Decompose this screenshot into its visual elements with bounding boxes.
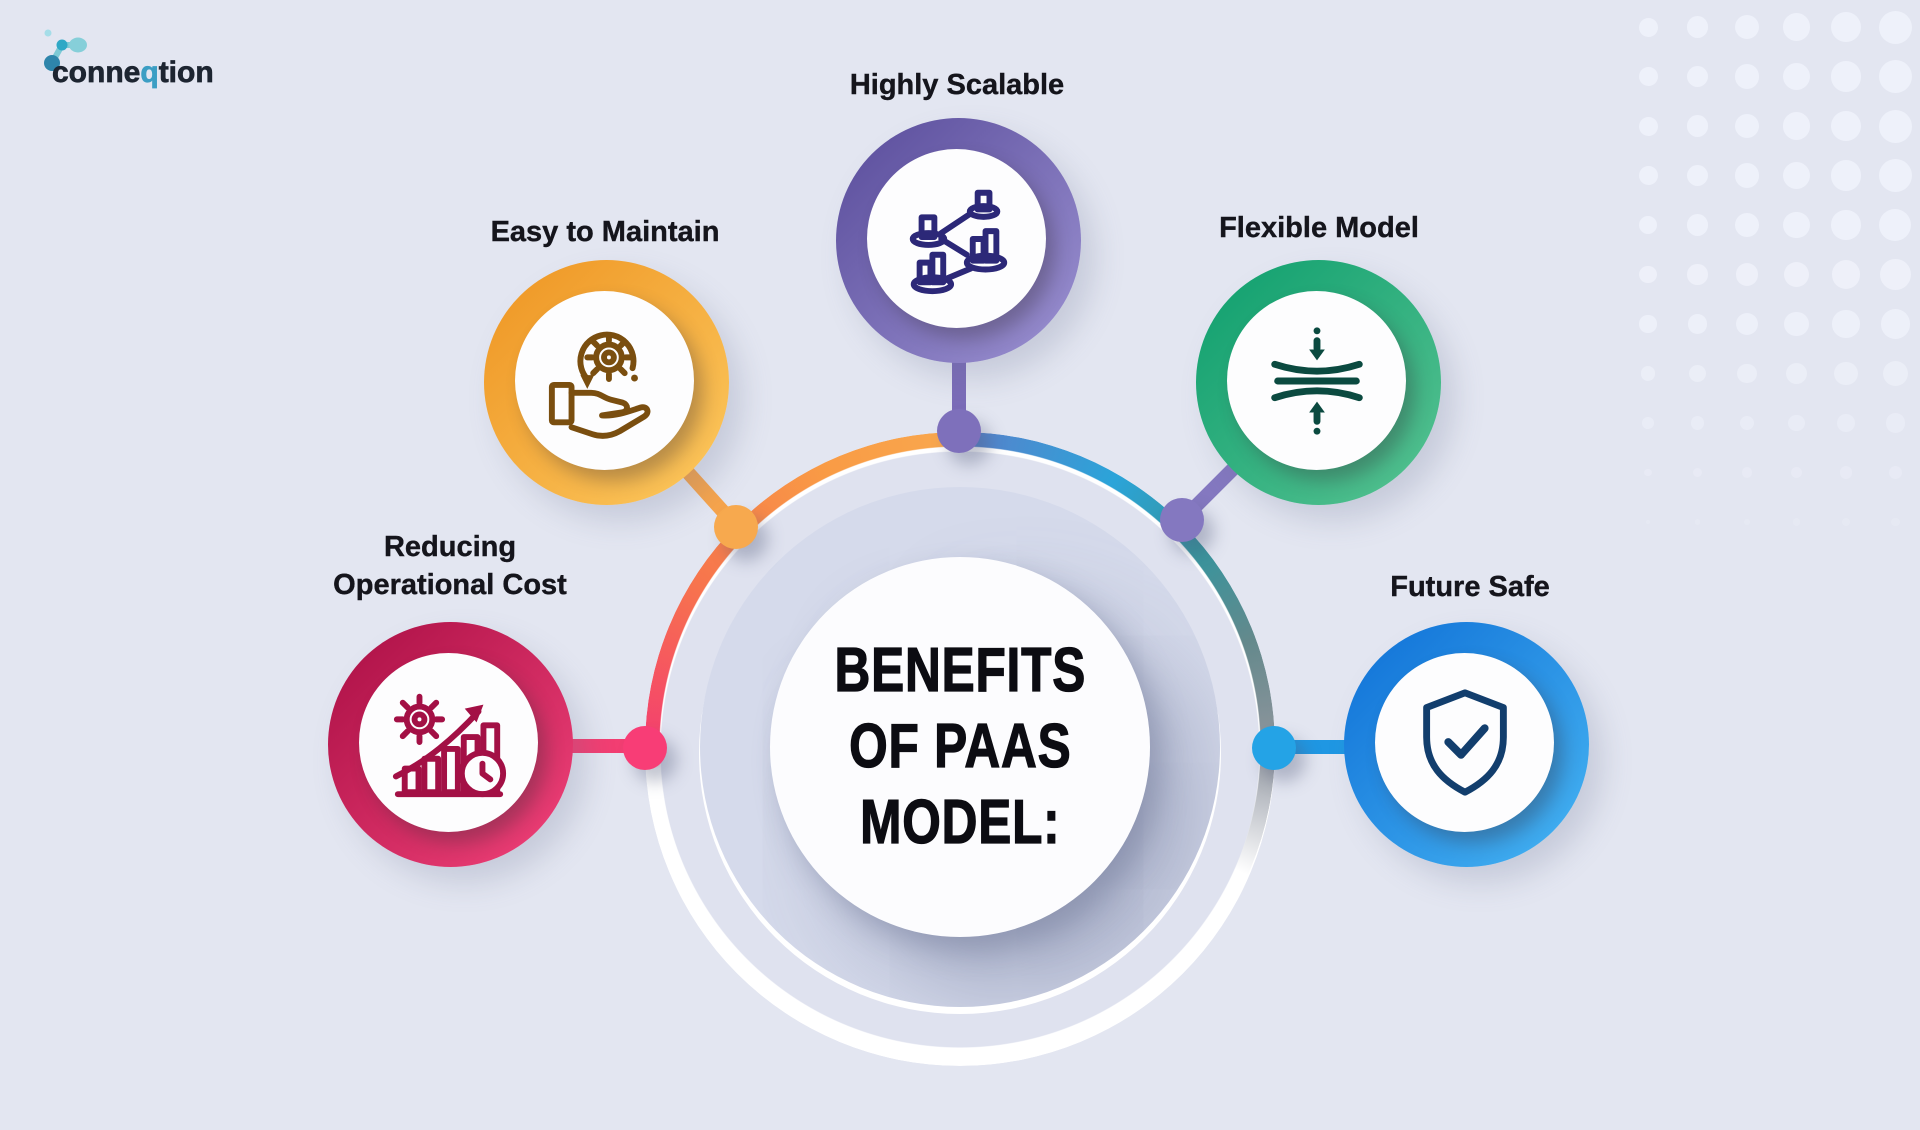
brand-name-post: tion [158, 56, 214, 90]
brand-name-pre: conne [52, 56, 141, 90]
connector-dot-easy-to-maintain [714, 505, 758, 549]
center-title-line-3: MODEL: [859, 787, 1061, 857]
molecule-logo-icon [44, 29, 87, 71]
center-circle: BENEFITS OF PAAS MODEL: [770, 557, 1150, 937]
label-line: Future Safe [1390, 571, 1550, 603]
center-title-line-1: BENEFITS [834, 635, 1086, 705]
label-easy-to-maintain: Easy to Maintain [490, 213, 720, 251]
label-reducing-operational-cost: Reducing Operational Cost [333, 528, 567, 604]
node-flexible-model [1196, 260, 1441, 505]
node-reducing-operational-cost [328, 622, 573, 867]
compress-flex-icon [1270, 326, 1363, 435]
label-highly-scalable: Highly Scalable [849, 66, 1065, 104]
label-line: Reducing [383, 531, 517, 563]
label-line: Operational Cost [333, 569, 567, 601]
label-flexible-model: Flexible Model [1219, 209, 1419, 247]
brand-logo: conneqtion [30, 20, 310, 100]
brand-name: conneqtion [52, 56, 214, 90]
network-nodes-icon [909, 189, 1007, 294]
label-line: Easy to Maintain [490, 216, 720, 248]
node-easy-to-maintain [484, 260, 729, 505]
center-disc: BENEFITS OF PAAS MODEL: [700, 487, 1220, 1007]
brand-name-q: q [140, 56, 159, 90]
node-inner-circle [1375, 653, 1554, 832]
hand-gear-refresh-icon [548, 331, 650, 439]
gear-growth-chart-clock-icon [392, 693, 506, 797]
connector-dot-flexible-model [1160, 498, 1204, 542]
halftone-dot-pattern [1600, 0, 1920, 580]
label-future-safe: Future Safe [1390, 568, 1550, 606]
label-line: Flexible Model [1219, 212, 1419, 244]
connector-dot-future-safe [1252, 726, 1296, 770]
node-inner-circle [515, 291, 694, 470]
connector-dot-reducing-operational-cost [623, 726, 667, 770]
label-line: Highly Scalable [849, 69, 1065, 101]
node-highly-scalable [836, 118, 1081, 363]
center-title-line-2: OF PAAS [848, 711, 1072, 781]
node-future-safe [1344, 622, 1589, 867]
node-inner-circle [1227, 291, 1406, 470]
node-inner-circle [867, 149, 1046, 328]
shield-check-icon [1422, 688, 1507, 796]
connector-dot-highly-scalable [937, 409, 981, 453]
center-title: BENEFITS OF PAAS MODEL: [834, 633, 1086, 861]
node-inner-circle [359, 653, 538, 832]
